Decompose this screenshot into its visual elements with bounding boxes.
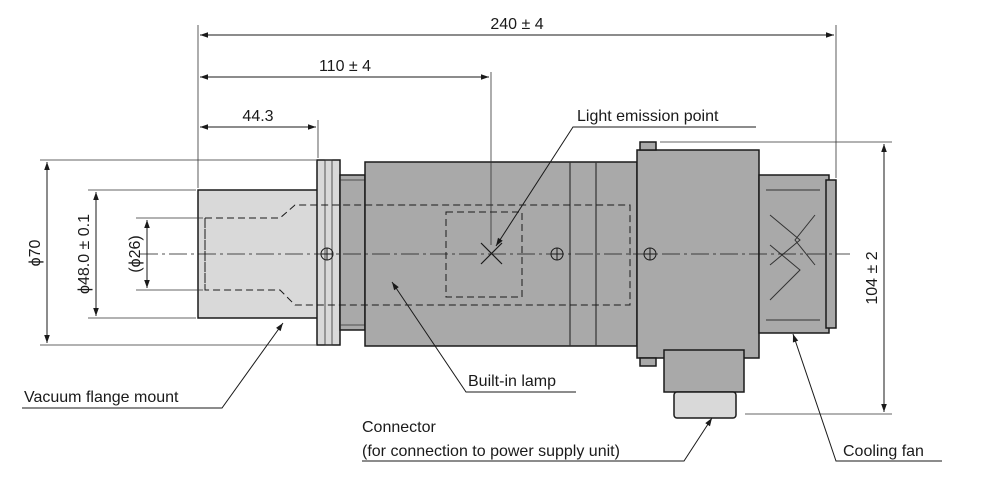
- leader-flange: [22, 322, 284, 409]
- label-built-in-lamp: Built-in lamp: [468, 373, 556, 390]
- screw-icon: [320, 247, 657, 261]
- dim-overall-length: 240 ± 4: [490, 16, 543, 33]
- leader-fan: [792, 333, 942, 462]
- leader-emission: [495, 126, 756, 247]
- label-light-emission-point: Light emission point: [577, 108, 719, 125]
- label-connector-purpose: (for connection to power supply unit): [362, 443, 620, 460]
- flange-plate-inner: [324, 159, 333, 346]
- leader-lamp: [391, 281, 576, 393]
- dim-flange-diameter: ϕ70: [27, 240, 44, 267]
- dim-height: 104 ± 2: [864, 251, 881, 304]
- dim-flange-length: 44.3: [242, 108, 273, 125]
- flange-plate: [316, 159, 341, 346]
- flange-neck: [339, 174, 366, 331]
- label-cooling-fan: Cooling fan: [843, 443, 924, 460]
- leader-connector: [362, 417, 713, 462]
- dim-bore-diameter: (ϕ26): [127, 235, 144, 272]
- connector-body: [663, 349, 745, 393]
- dim-emission-offset: 110 ± 4: [319, 58, 371, 75]
- dim-tube-diameter: ϕ48.0 ± 0.1: [76, 214, 93, 294]
- emission-point-marker: [480, 242, 503, 265]
- label-vacuum-flange-mount: Vacuum flange mount: [24, 389, 179, 406]
- connector-plug: [673, 391, 737, 419]
- label-connector: Connector: [362, 419, 436, 436]
